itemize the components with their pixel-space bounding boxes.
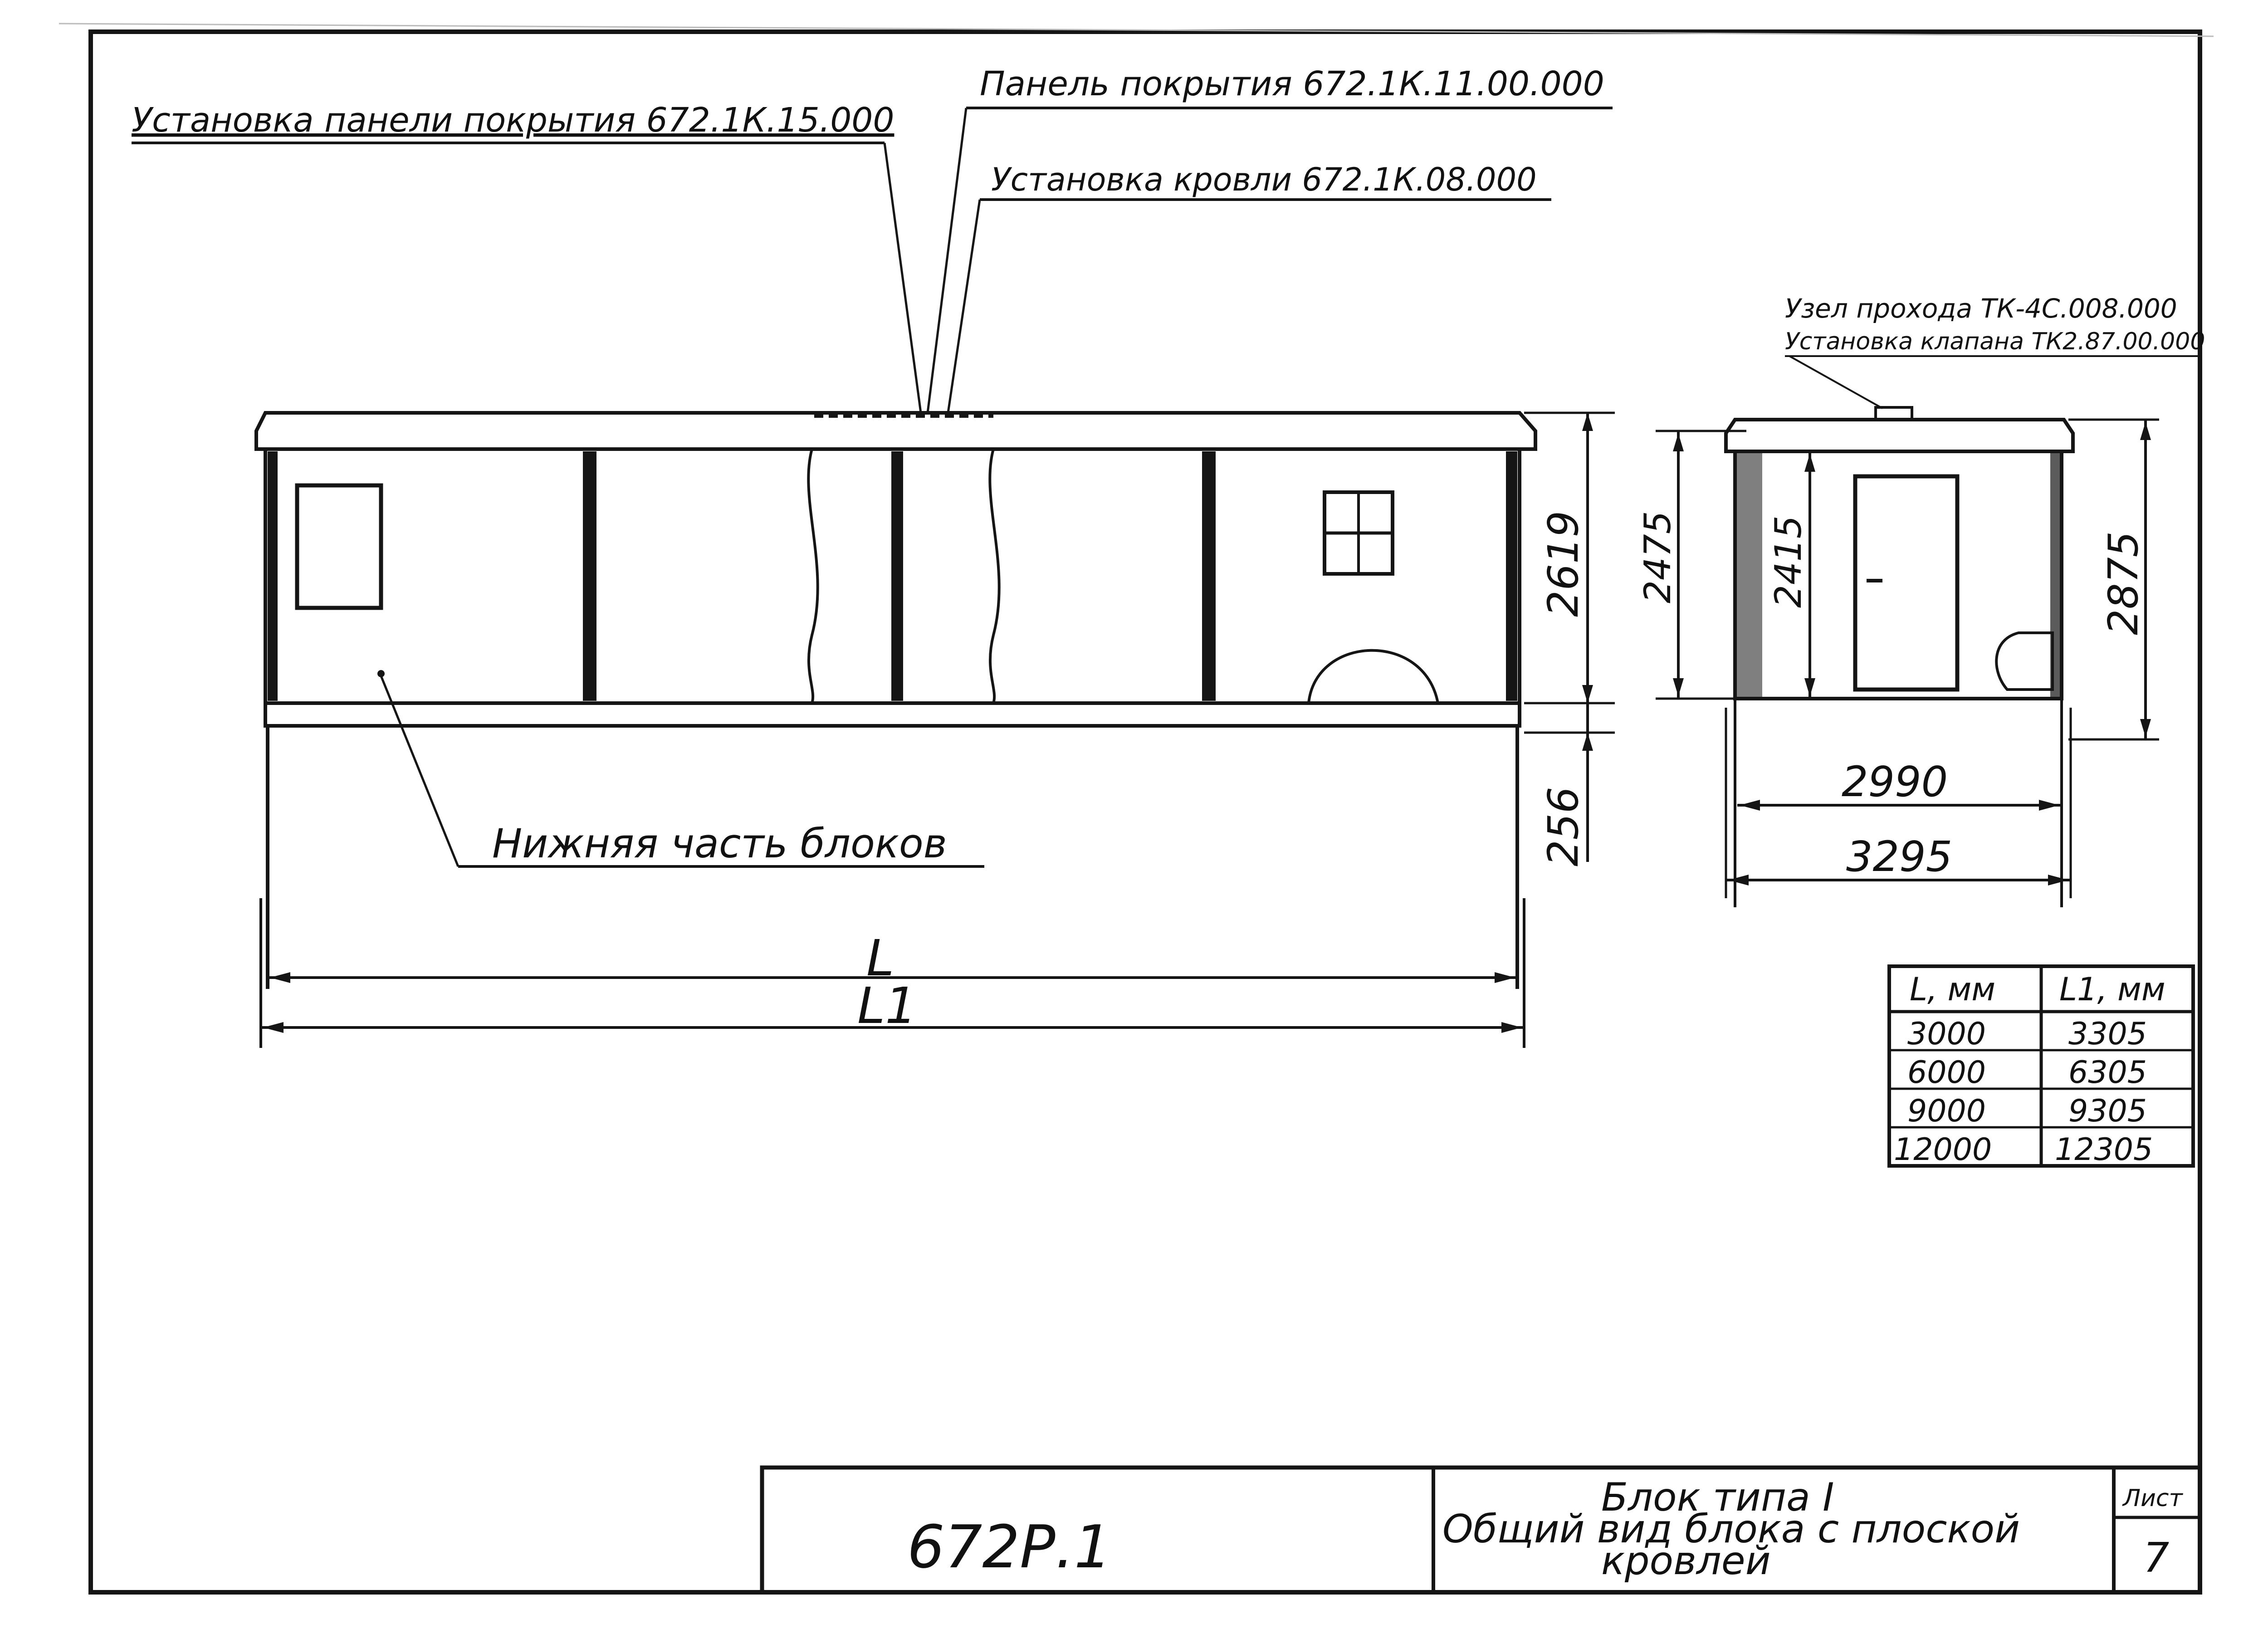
base-beam bbox=[264, 701, 1521, 728]
side-dimensions: 2475 2415 2875 2990 3295 bbox=[1637, 418, 2159, 898]
callout-valve-install: Установка клапана ТК2.87.00.000 bbox=[1785, 328, 2205, 355]
sheet-frame bbox=[88, 29, 2202, 1595]
table-cell: 6305 bbox=[2068, 1055, 2147, 1091]
table-header-l1: L1, мм bbox=[2059, 971, 2165, 1008]
table-cell: 12000 bbox=[1894, 1132, 1992, 1168]
title-block: 672Р.1 Блок типа I Общий вид блока с пло… bbox=[760, 1465, 2202, 1595]
callout-roof-panel: Панель покрытия 672.1К.11.00.000 bbox=[980, 64, 1604, 103]
dim-side-height: 2875 bbox=[2100, 531, 2147, 635]
callout-lower-part: Нижняя часть блоков bbox=[492, 820, 947, 867]
dim-side-width-inner: 2990 bbox=[1842, 758, 1948, 806]
side-view bbox=[1724, 406, 2075, 907]
side-arch bbox=[1995, 631, 2054, 691]
callout-roofing-install: Установка кровли 672.1К.08.000 bbox=[991, 161, 1537, 198]
table-cell: 12305 bbox=[2055, 1132, 2153, 1168]
wall-panel-window bbox=[295, 483, 383, 610]
title-line-1: Блок типа I bbox=[1601, 1475, 1834, 1520]
callout-panel-install: Установка панели покрытия 672.1К.15.000 bbox=[132, 101, 894, 140]
table-cell: 6000 bbox=[1907, 1055, 1986, 1091]
roof-slab bbox=[254, 411, 1537, 451]
title-code: 672Р.1 bbox=[907, 1512, 1112, 1581]
sheet-number: 7 bbox=[2143, 1534, 2169, 1582]
dim-length-l: L bbox=[866, 929, 894, 987]
front-callouts: Установка панели покрытия 672.1К.15.000 … bbox=[132, 64, 1613, 868]
dim-base-height: 256 bbox=[1539, 787, 1588, 866]
callout-node-pass: Узел прохода ТК-4С.008.000 bbox=[1785, 293, 2177, 324]
front-view bbox=[254, 411, 1537, 989]
dim-side-left-outer: 2475 bbox=[1637, 511, 1679, 603]
dim-side-width-outer: 3295 bbox=[1846, 832, 1952, 881]
sheet-label: Лист bbox=[2122, 1485, 2183, 1512]
arch-opening bbox=[1307, 649, 1439, 704]
side-door bbox=[1853, 474, 1960, 692]
dim-front-height: 2619 bbox=[1539, 511, 1588, 617]
table-cell: 3000 bbox=[1907, 1016, 1986, 1052]
top-scan-line bbox=[59, 23, 2214, 37]
table-cell: 3305 bbox=[2068, 1016, 2147, 1052]
title-line-2: Общий вид блока с плоской bbox=[1442, 1507, 2020, 1552]
side-roof bbox=[1724, 418, 2075, 453]
side-callouts: Узел прохода ТК-4С.008.000 Установка кла… bbox=[1785, 293, 2205, 409]
dim-length-l1: L1 bbox=[857, 977, 917, 1035]
length-table: L, мм L1, мм 3000 3305 6000 6305 9000 93… bbox=[1887, 964, 2195, 1168]
table-cell: 9000 bbox=[1907, 1093, 1986, 1129]
title-line-3: кровлей bbox=[1601, 1538, 1771, 1584]
table-header-l: L, мм bbox=[1910, 971, 1995, 1008]
front-dimensions: 2619 256 L L1 bbox=[259, 411, 1615, 1048]
dim-side-left-inner: 2415 bbox=[1767, 515, 1809, 608]
table-cell: 9305 bbox=[2068, 1093, 2147, 1129]
